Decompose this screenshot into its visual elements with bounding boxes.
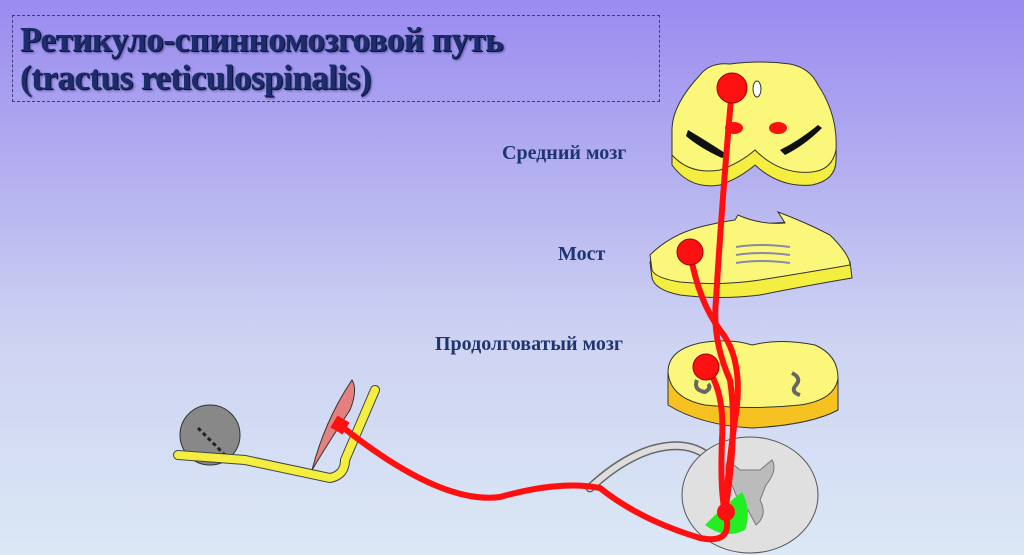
pons-section bbox=[649, 211, 853, 298]
midbrain-section bbox=[671, 61, 837, 187]
pathway-medulla bbox=[703, 364, 728, 515]
motor-neuron bbox=[717, 503, 735, 521]
label-medulla: Продолговатый мозг bbox=[435, 333, 623, 355]
neuron-midbrain bbox=[716, 72, 748, 104]
title-box bbox=[12, 15, 660, 102]
arm-illustration bbox=[173, 379, 380, 484]
motor-axon bbox=[337, 422, 731, 543]
spinal-cord-section bbox=[585, 436, 819, 554]
title-line-2: (tractus reticulospinalis) bbox=[20, 58, 371, 97]
label-midbrain: Средний мозг bbox=[502, 142, 627, 164]
neuromuscular-ending bbox=[330, 415, 350, 435]
label-pons: Мост bbox=[558, 243, 606, 265]
neuron-medulla bbox=[692, 353, 720, 381]
pathway-pons bbox=[687, 249, 741, 515]
title-line-1: Ретикуло-спинномозговой путь bbox=[20, 20, 503, 59]
neuron-pons bbox=[676, 238, 704, 266]
reticulospinal-pathways bbox=[337, 85, 741, 543]
medulla-section bbox=[667, 340, 839, 429]
